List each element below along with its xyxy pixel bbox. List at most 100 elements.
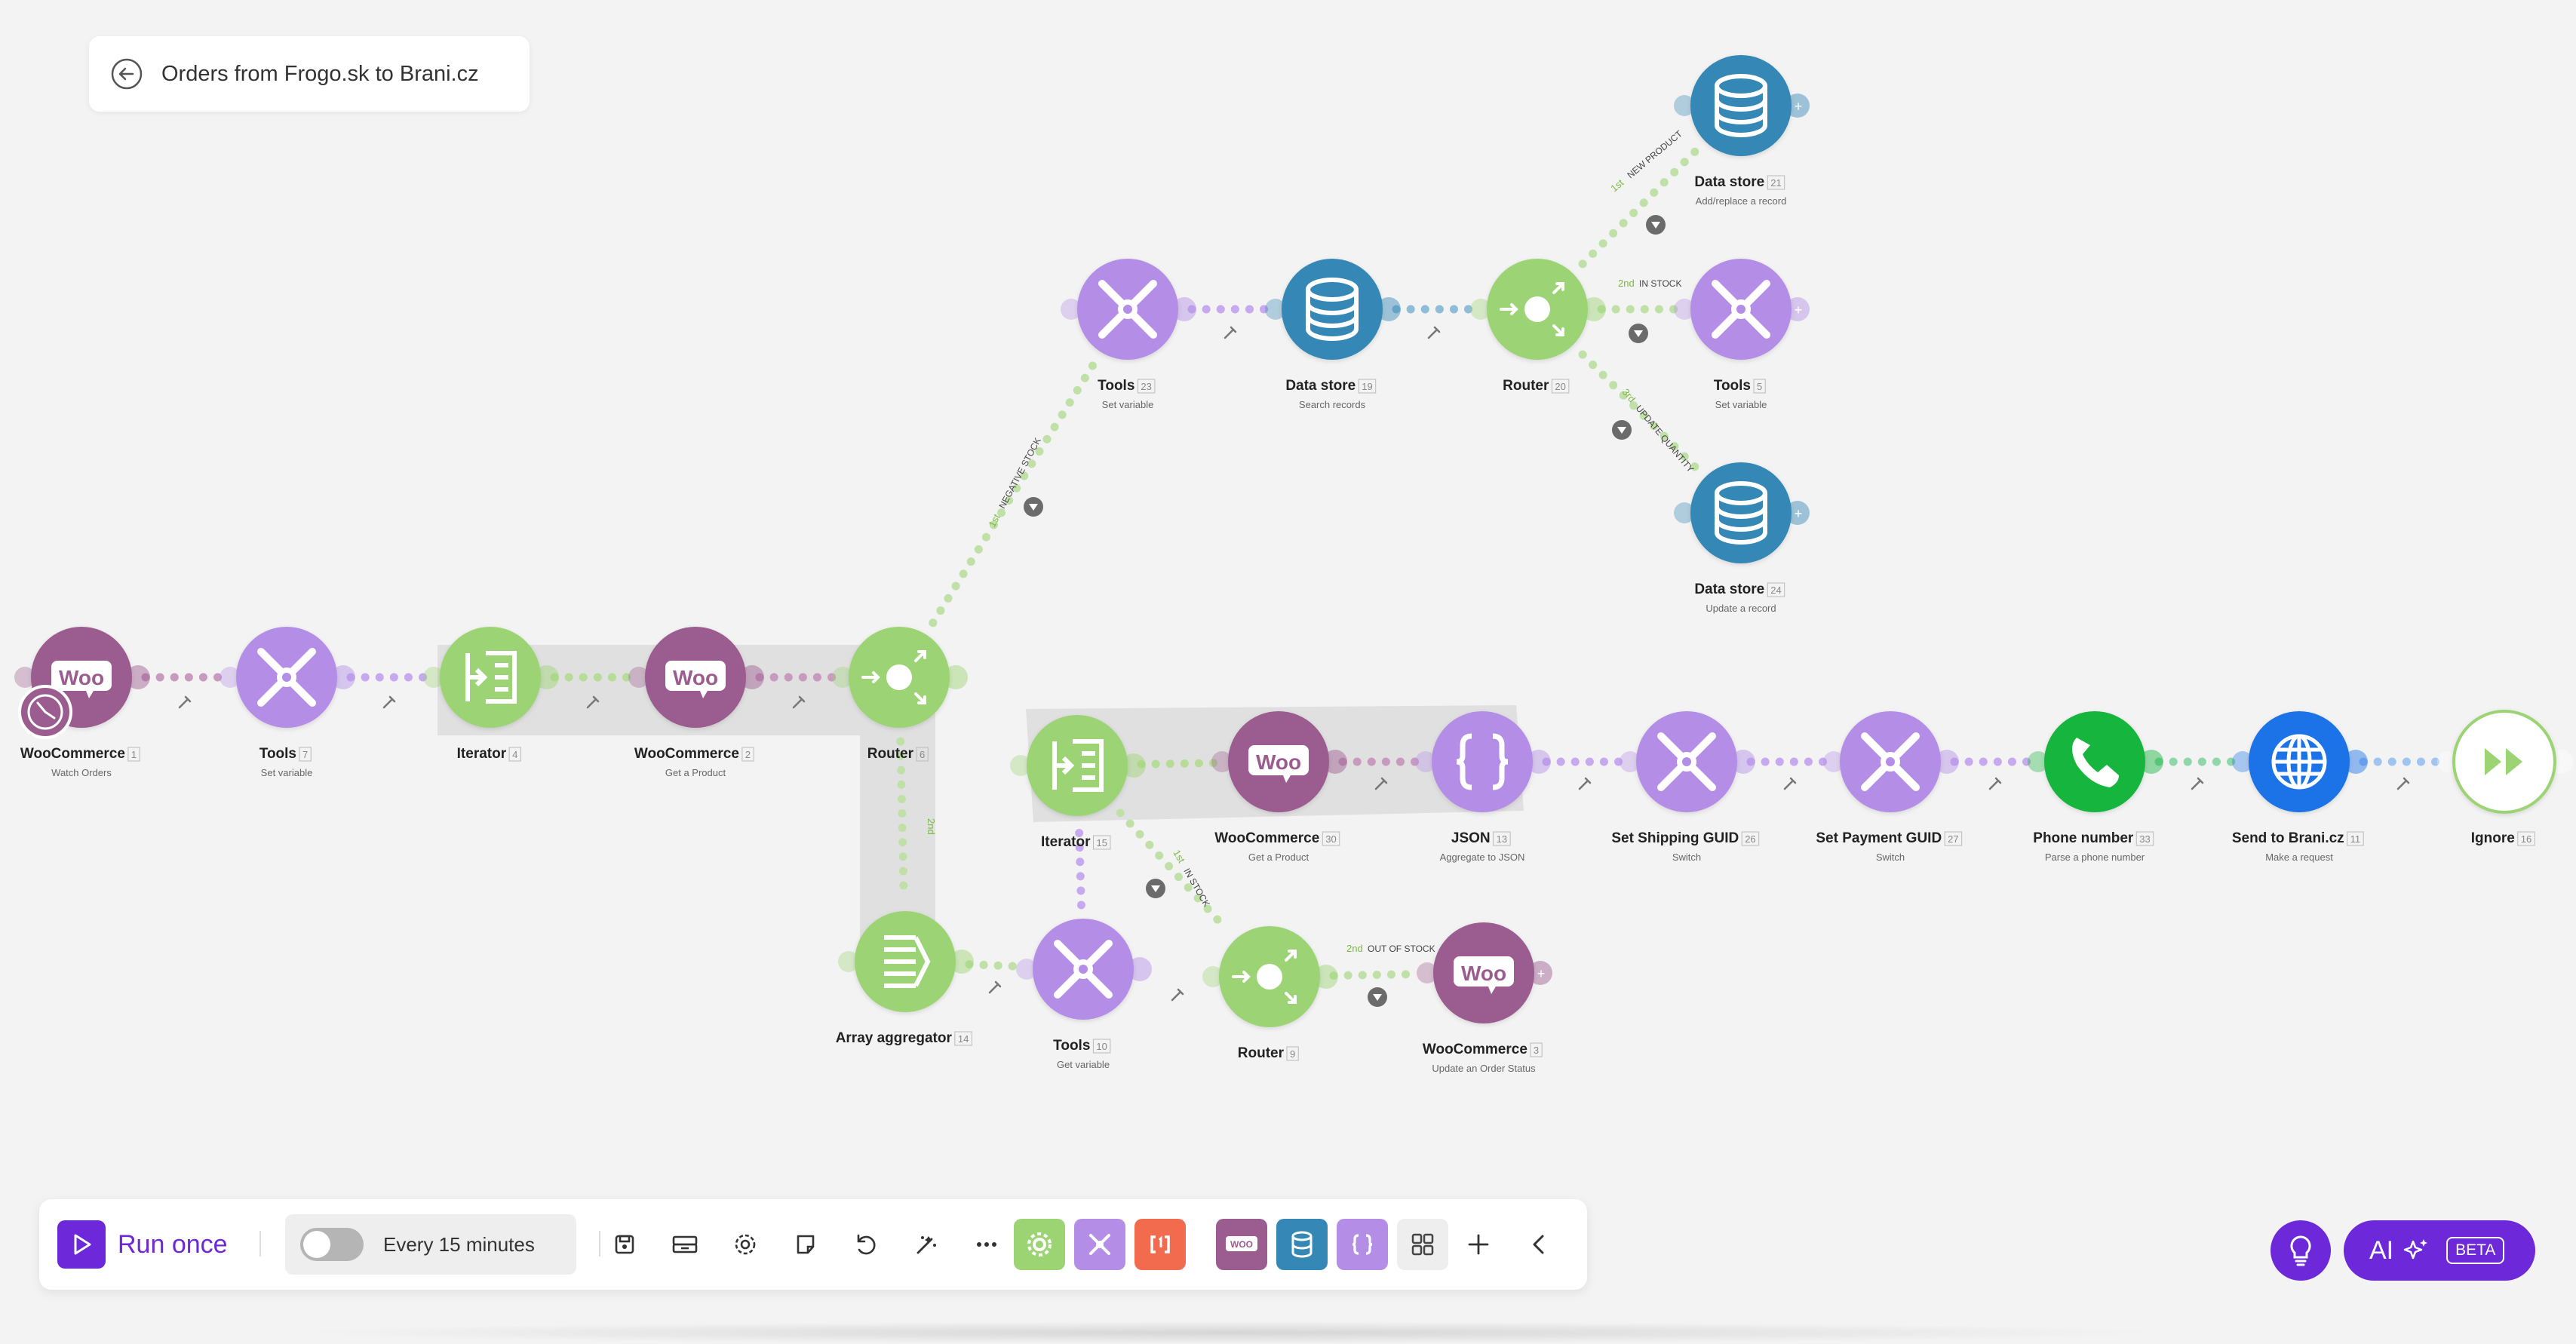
- link-dots[interactable]: [896, 737, 908, 902]
- filter-icon[interactable]: [1646, 215, 1666, 235]
- palette-json[interactable]: [1337, 1219, 1388, 1270]
- module-circle[interactable]: [1432, 711, 1533, 812]
- link-dots[interactable]: [1137, 759, 1219, 769]
- connector-handle[interactable]: [1323, 750, 1347, 774]
- connector-handle[interactable]: [1172, 297, 1196, 321]
- palette-more-apps[interactable]: [1397, 1219, 1448, 1270]
- add-module-button[interactable]: [1460, 1226, 1497, 1263]
- schedule-label[interactable]: Every 15 minutes: [383, 1232, 535, 1256]
- link-dots[interactable]: [1329, 969, 1424, 980]
- wrench-icon[interactable]: [1988, 777, 2002, 790]
- hints-button[interactable]: [2271, 1220, 2331, 1281]
- module-circle[interactable]: [2452, 710, 2556, 814]
- module-circle[interactable]: [440, 627, 541, 728]
- connector-handle[interactable]: [1785, 501, 1810, 525]
- connector-handle[interactable]: [2139, 750, 2163, 774]
- more-button[interactable]: [969, 1226, 1005, 1263]
- add-module-icon[interactable]: +: [1795, 506, 1803, 521]
- connector-handle[interactable]: [331, 665, 355, 689]
- filter-icon[interactable]: [1368, 987, 1387, 1007]
- wrench-icon[interactable]: [2396, 777, 2410, 790]
- module-circle[interactable]: [1690, 462, 1792, 563]
- connector-handle[interactable]: [1527, 750, 1551, 774]
- palette-flow-control[interactable]: [1014, 1219, 1065, 1270]
- link-dots[interactable]: [965, 960, 1024, 971]
- wrench-icon[interactable]: [988, 980, 1002, 994]
- wrench-icon[interactable]: [382, 695, 396, 709]
- wrench-icon[interactable]: [1783, 777, 1797, 790]
- wrench-icon[interactable]: [178, 695, 192, 709]
- connector-handle[interactable]: [2344, 750, 2368, 774]
- wrench-icon[interactable]: [1374, 777, 1388, 790]
- collapse-toolbar-button[interactable]: [1521, 1226, 1557, 1263]
- blueprint-button[interactable]: [667, 1226, 703, 1263]
- link-dots[interactable]: [1075, 825, 1085, 910]
- connector-handle[interactable]: [1122, 753, 1146, 778]
- connector-handle[interactable]: [1731, 750, 1755, 774]
- schedule-toggle[interactable]: [300, 1228, 364, 1261]
- run-once-button[interactable]: Run once: [57, 1219, 228, 1270]
- save-button[interactable]: [606, 1226, 643, 1263]
- module-circle[interactable]: [2044, 711, 2145, 812]
- module-circle[interactable]: [1690, 55, 1792, 156]
- filter-icon[interactable]: [1612, 420, 1632, 440]
- wrench-icon[interactable]: [1171, 988, 1184, 1002]
- wrench-icon[interactable]: [1578, 777, 1592, 790]
- module-circle[interactable]: [1282, 259, 1383, 360]
- connector-handle[interactable]: [1785, 94, 1810, 118]
- wrench-icon[interactable]: [586, 695, 600, 709]
- connector-handle[interactable]: [1528, 961, 1552, 985]
- clock-icon[interactable]: [18, 685, 72, 739]
- connector-handle[interactable]: [944, 665, 968, 689]
- filter-icon[interactable]: [1024, 497, 1043, 517]
- connector-handle[interactable]: [1377, 297, 1401, 321]
- connector-handle[interactable]: [1582, 297, 1606, 321]
- undo-button[interactable]: [848, 1226, 884, 1263]
- route-label[interactable]: 2nd: [926, 818, 937, 835]
- module-circle[interactable]: [1027, 715, 1128, 816]
- palette-data-store[interactable]: [1276, 1219, 1328, 1270]
- palette-woocommerce[interactable]: WOO: [1216, 1219, 1267, 1270]
- add-module-icon[interactable]: +: [1537, 966, 1546, 981]
- ai-assistant-button[interactable]: AI BETA: [2344, 1220, 2535, 1281]
- connector-handle[interactable]: [1314, 965, 1338, 989]
- connector-handle[interactable]: [535, 665, 559, 689]
- wrench-icon[interactable]: [2191, 777, 2204, 790]
- auto-align-button[interactable]: [908, 1226, 944, 1263]
- settings-button[interactable]: [727, 1226, 763, 1263]
- palette-tools[interactable]: [1074, 1219, 1125, 1270]
- connector-handle[interactable]: [1128, 957, 1152, 981]
- wrench-icon[interactable]: [792, 695, 806, 709]
- wrench-icon[interactable]: [1224, 326, 1237, 339]
- palette-text-parser[interactable]: [1134, 1219, 1186, 1270]
- connector-handle[interactable]: [950, 950, 974, 974]
- link-dots[interactable]: [1578, 146, 1700, 268]
- connector-handle[interactable]: [1935, 750, 1959, 774]
- connector-handle[interactable]: [126, 665, 150, 689]
- filter-icon[interactable]: [1629, 324, 1648, 343]
